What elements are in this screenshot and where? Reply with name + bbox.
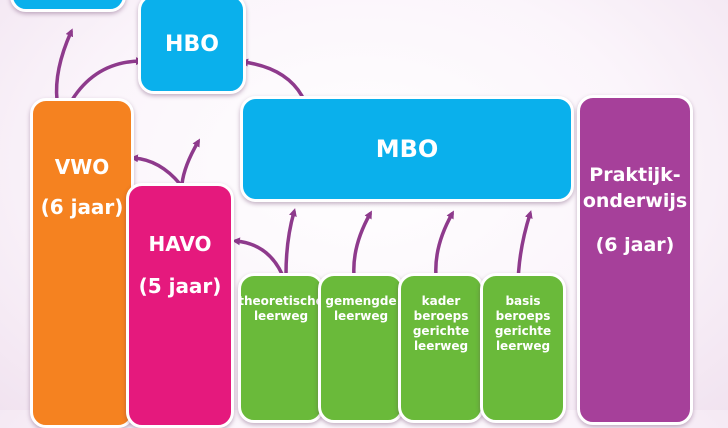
theo-to-havo-arrow bbox=[232, 237, 284, 276]
havo-box: HAVO (5 jaar) bbox=[126, 183, 234, 428]
leerweg-line: leerweg bbox=[413, 339, 469, 353]
theoretische-leerweg-box: theoretische leerweg bbox=[238, 273, 324, 423]
basisberoepsgerichte-leerweg-box: basis beroeps gerichte leerweg bbox=[480, 273, 566, 423]
kader-to-mbo-arrow bbox=[434, 210, 454, 278]
top-partial-box bbox=[10, 0, 126, 12]
praktijk-label-line2: onderwijs bbox=[582, 190, 688, 212]
hbo-box: HBO bbox=[138, 0, 246, 94]
vwo-to-hbo-arrow bbox=[70, 57, 144, 102]
leerweg-line: gemengde bbox=[325, 294, 397, 308]
gem-to-mbo-arrow bbox=[352, 210, 372, 278]
kaderberoepsgerichte-leerweg-box: kader beroeps gerichte leerweg bbox=[398, 273, 484, 423]
vwo-to-top-arrow bbox=[54, 28, 74, 102]
havo-to-vwo-arrow bbox=[130, 154, 182, 186]
vwo-box: VWO (6 jaar) bbox=[30, 98, 134, 428]
gemengde-leerweg-box: gemengde leerweg bbox=[318, 273, 404, 423]
praktijkonderwijs-box: Praktijk- onderwijs (6 jaar) bbox=[577, 95, 693, 425]
vwo-label: VWO bbox=[54, 155, 110, 179]
leerweg-line: leerweg bbox=[495, 339, 551, 353]
mbo-box: MBO bbox=[240, 96, 574, 202]
leerweg-line: kader bbox=[421, 294, 461, 308]
havo-duration: (5 jaar) bbox=[138, 274, 222, 298]
leerweg-line: beroeps bbox=[413, 309, 469, 323]
vwo-duration: (6 jaar) bbox=[40, 195, 124, 219]
praktijk-label-line1: Praktijk- bbox=[589, 164, 681, 186]
havo-label: HAVO bbox=[148, 232, 212, 256]
arrows-layer bbox=[54, 28, 533, 290]
hbo-label: HBO bbox=[165, 31, 219, 57]
leerweg-line: theoretische bbox=[238, 294, 324, 308]
theo-to-mbo-arrow bbox=[284, 208, 297, 276]
havo-to-hbo-arrow bbox=[180, 138, 201, 186]
praktijk-duration: (6 jaar) bbox=[595, 234, 675, 256]
leerweg-line: gerichte bbox=[412, 324, 470, 338]
leerweg-line: leerweg bbox=[333, 309, 389, 323]
leerweg-line: gerichte bbox=[494, 324, 552, 338]
mbo-label: MBO bbox=[375, 135, 439, 163]
leerweg-line: leerweg bbox=[253, 309, 309, 323]
mbo-to-hbo-arrow bbox=[240, 58, 304, 98]
leerweg-line: basis bbox=[505, 294, 541, 308]
leerweg-line: beroeps bbox=[495, 309, 551, 323]
